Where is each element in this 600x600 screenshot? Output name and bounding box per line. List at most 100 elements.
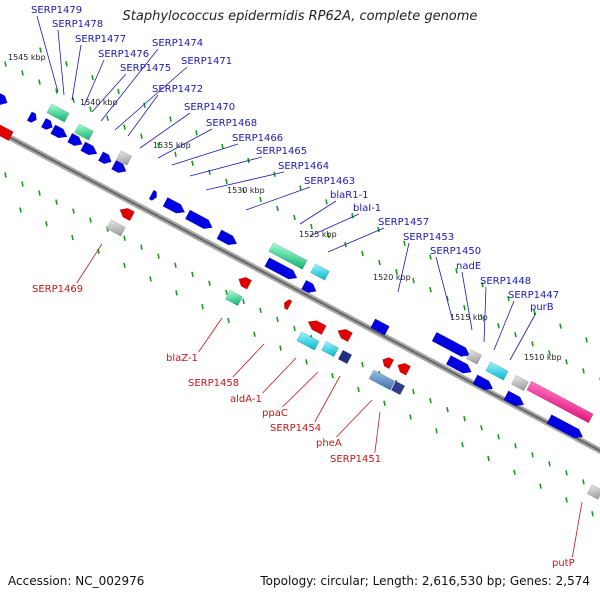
kbp-label: 1510 kbp [524, 353, 562, 362]
gene-label-forward: SERP1479 [31, 5, 82, 16]
leader-line [435, 256, 453, 319]
gene-feature [111, 159, 127, 174]
gene-feature [546, 414, 584, 439]
gene-feature [382, 357, 395, 370]
leader-line [205, 171, 285, 191]
gene-feature [98, 151, 112, 164]
leader-line [336, 399, 373, 438]
gene-label-reverse: blaZ-1 [166, 353, 198, 364]
gene-feature [74, 123, 94, 141]
gene-feature [445, 355, 472, 374]
kbp-label: 1525 kbp [299, 230, 337, 239]
leader-line [493, 300, 515, 351]
gene-label-forward: SERP1478 [52, 19, 103, 30]
gene-feature [368, 369, 396, 391]
gene-feature [485, 361, 509, 381]
gene-label-forward: SERP1453 [403, 232, 454, 243]
gene-label-forward: SERP1476 [98, 49, 149, 60]
leader-line [374, 411, 381, 454]
gene-feature [511, 374, 529, 392]
gene-label-forward: SERP1474 [152, 38, 203, 49]
gene-feature [148, 189, 157, 201]
leader-line [509, 312, 537, 361]
gene-label-forward: purB [530, 302, 554, 313]
gene-label-reverse: SERP1469 [32, 284, 83, 295]
gene-feature [370, 318, 390, 336]
gene-feature [503, 390, 525, 407]
label-leaders [36, 15, 583, 558]
gene-labels: SERP1479SERP1478SERP1477SERP1476SERP1475… [31, 5, 575, 569]
leader-line [282, 371, 319, 408]
leader-line [127, 94, 159, 137]
gene-label-reverse: putP [552, 558, 575, 569]
gene-feature [284, 299, 293, 311]
accession-text: Accession: NC_002976 [8, 574, 145, 588]
gene-feature [301, 279, 317, 294]
gene-label-forward: SERP1465 [256, 146, 307, 157]
gene-feature [0, 92, 8, 105]
gene-label-forward: SERP1470 [184, 102, 235, 113]
gene-feature [587, 484, 600, 500]
leader-line [171, 143, 239, 166]
gene-feature [397, 363, 411, 376]
kbp-label: 1530 kbp [227, 186, 265, 195]
kbp-ticks [4, 47, 600, 517]
gene-features [0, 92, 600, 500]
leader-line [83, 59, 105, 107]
gene-label-forward: SERP1471 [181, 56, 232, 67]
gene-feature [50, 124, 68, 139]
gene-feature [116, 150, 132, 166]
gene-feature [296, 331, 320, 351]
gene-feature [337, 328, 353, 343]
gene-label-forward: SERP1450 [430, 246, 481, 257]
gene-label-forward: SERP1472 [152, 84, 203, 95]
gene-feature [526, 380, 594, 424]
gene-feature [0, 123, 14, 141]
leader-line [189, 156, 263, 177]
gene-feature [80, 141, 98, 156]
gene-feature [238, 277, 252, 290]
gene-label-forward: SERP1448 [480, 276, 531, 287]
gene-feature [216, 229, 238, 246]
gene-feature [184, 209, 213, 229]
gene-feature [390, 380, 406, 396]
leader-line [198, 317, 223, 353]
leader-line [309, 213, 360, 237]
gene-feature [268, 242, 308, 270]
gene-feature [431, 331, 471, 357]
gene-label-forward: SERP1466 [232, 133, 283, 144]
gene-label-reverse: pheA [316, 438, 342, 449]
gene-label-reverse: SERP1451 [330, 454, 381, 465]
gene-feature [40, 117, 53, 130]
gene-label-forward: blaR1-1 [330, 190, 369, 201]
gene-label-forward: SERP1457 [378, 217, 429, 228]
leader-line [572, 501, 583, 558]
gene-label-reverse: SERP1454 [270, 423, 321, 434]
leader-line [461, 271, 473, 331]
gene-feature [472, 374, 494, 391]
kbp-label: 1520 kbp [373, 273, 411, 282]
leader-line [327, 227, 385, 253]
kbp-label: 1515 kbp [450, 313, 488, 322]
gene-feature [310, 263, 330, 281]
gene-label-forward: SERP1463 [304, 176, 355, 187]
leader-line [483, 286, 487, 343]
leader-line [57, 29, 65, 96]
kbp-label: 1540 kbp [80, 98, 118, 107]
gene-label-forward: SERP1475 [120, 63, 171, 74]
gene-label-forward: SERP1477 [75, 34, 126, 45]
leader-line [139, 112, 191, 149]
leader-line [100, 48, 159, 122]
gene-label-forward: SERP1447 [508, 290, 559, 301]
leader-line [36, 15, 59, 93]
gene-feature [46, 103, 70, 123]
gene-label-reverse: aldA-1 [230, 394, 262, 405]
leader-line [157, 128, 213, 159]
kbp-label: 1545 kbp [8, 53, 46, 62]
leader-line [232, 343, 265, 378]
gene-feature [106, 219, 126, 237]
leader-line [299, 200, 337, 225]
gene-label-reverse: ppaC [262, 408, 288, 419]
gene-label-forward: nadE [456, 261, 481, 272]
